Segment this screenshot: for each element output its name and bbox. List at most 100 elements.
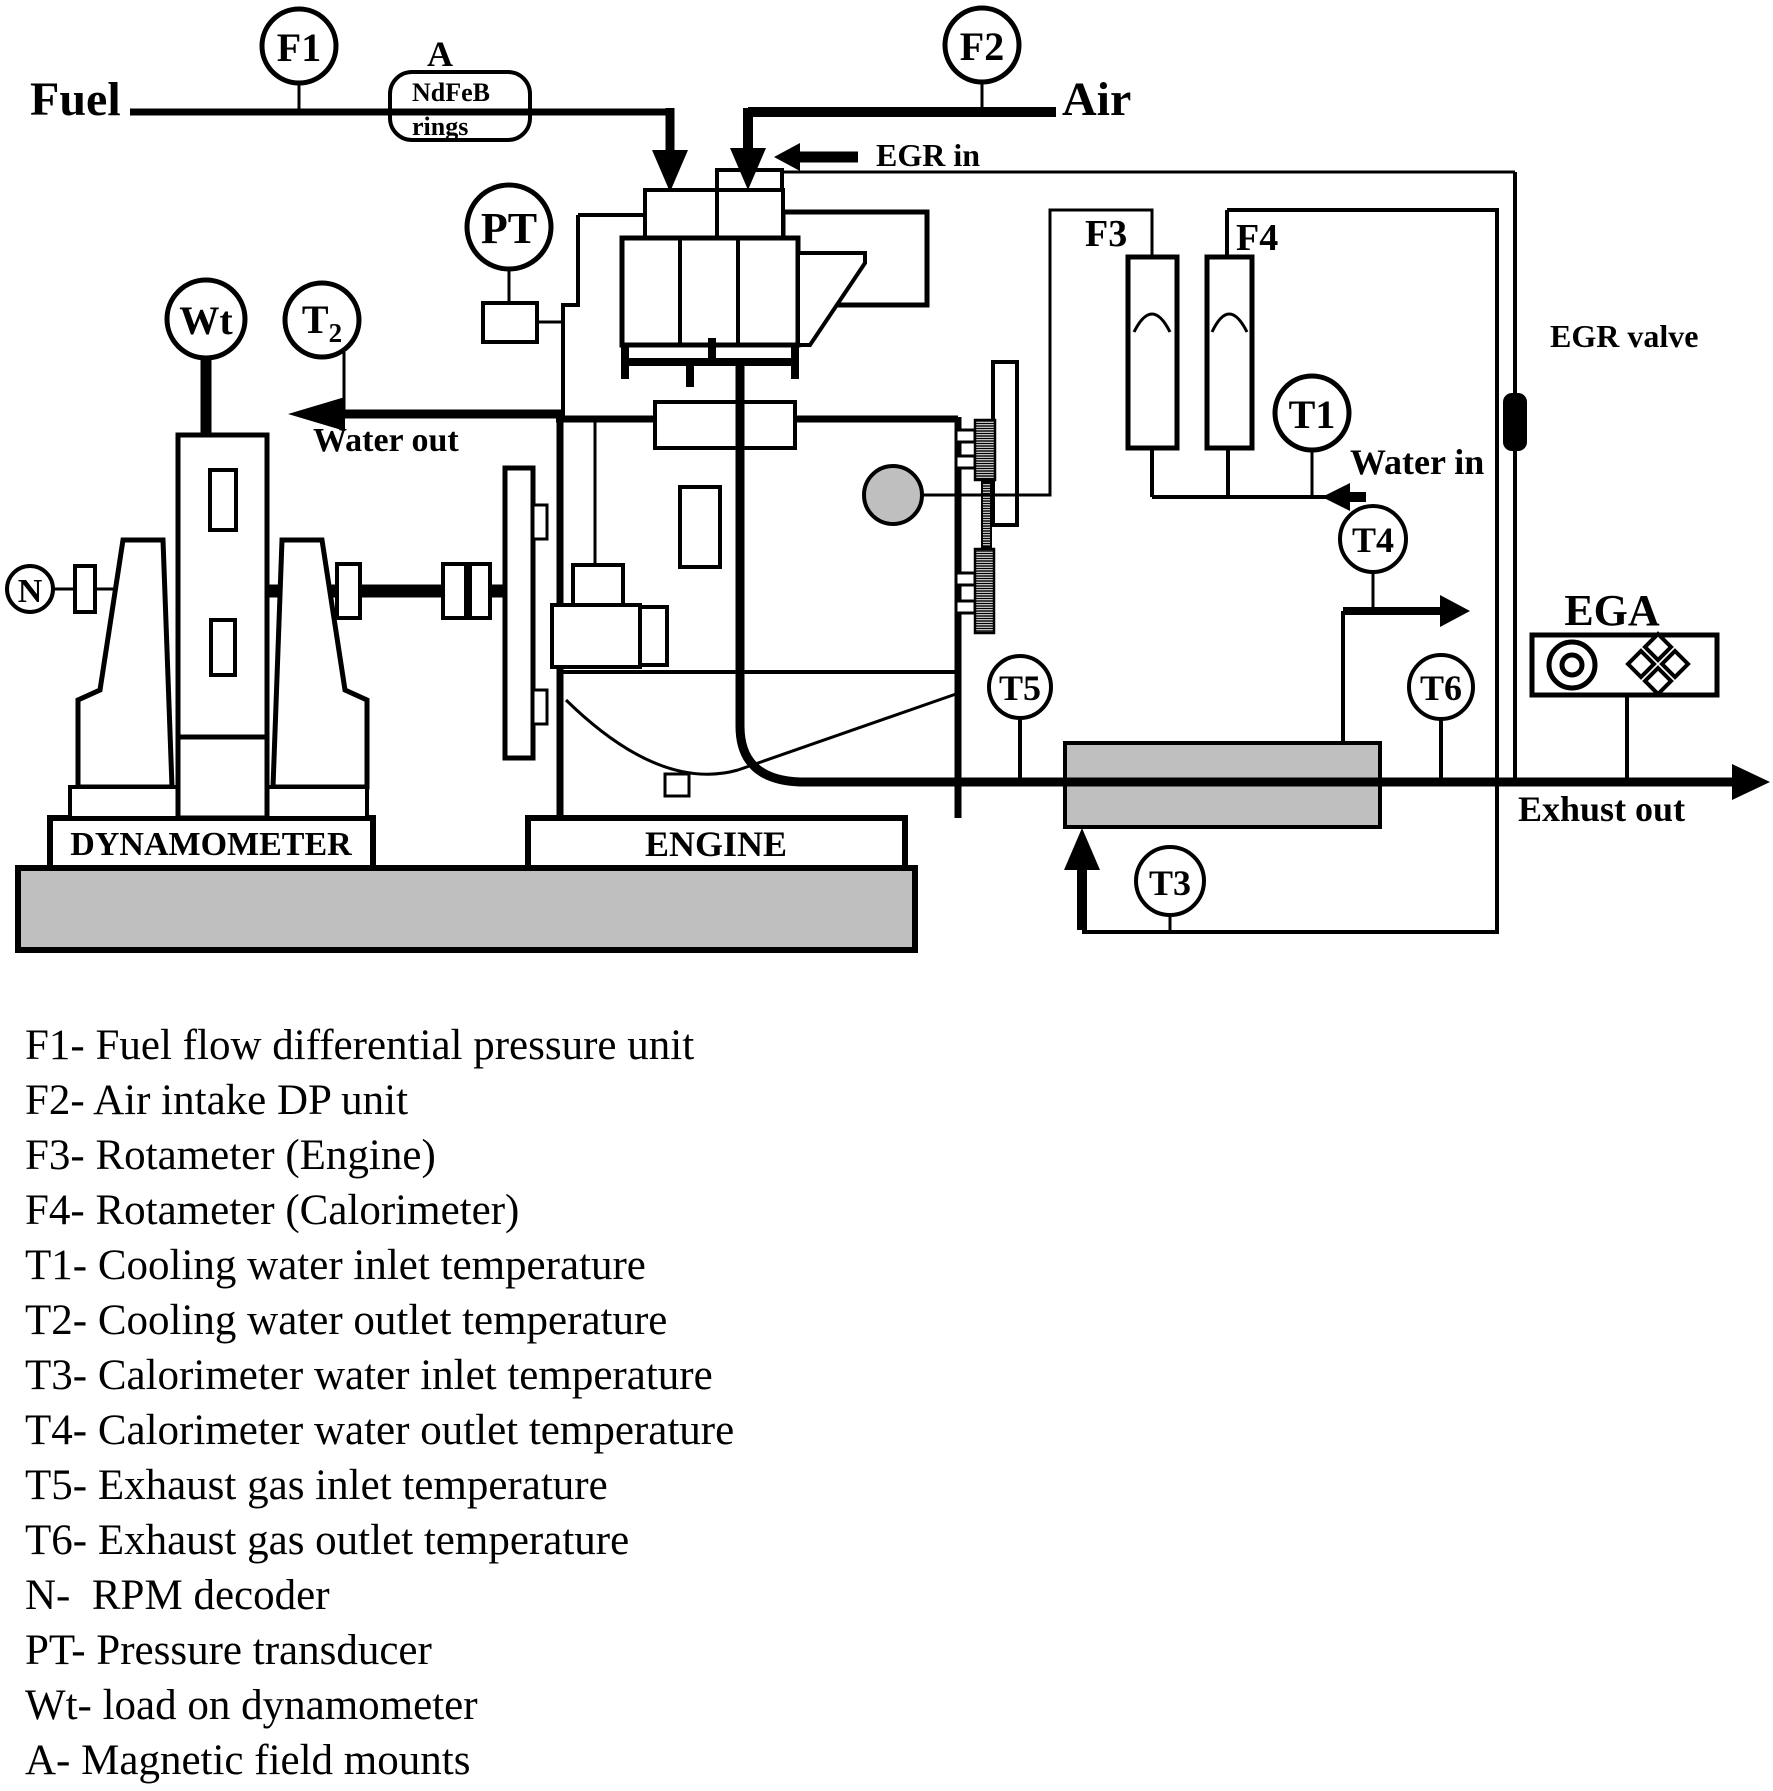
water-pump-port bbox=[862, 464, 924, 526]
f2-gauge-label: F2 bbox=[960, 24, 1004, 69]
legend-item-t1: T1- Cooling water inlet temperature bbox=[25, 1242, 646, 1289]
rotameter-engine-float-icon bbox=[1132, 312, 1172, 333]
cam-stub-1 bbox=[954, 428, 977, 444]
legend-item-pt: PT- Pressure transducer bbox=[25, 1627, 432, 1674]
legend-item-t2: T2- Cooling water outlet temperature bbox=[25, 1297, 668, 1344]
wt-gauge-label: Wt bbox=[179, 298, 233, 343]
base-slab bbox=[15, 865, 918, 953]
egr-arrow-icon bbox=[774, 143, 800, 171]
ega-dial-outer-icon bbox=[1546, 639, 1598, 691]
wt-gauge-icon bbox=[164, 277, 248, 361]
cooling-water-loop: F3 F4 Water in T1 bbox=[922, 208, 1499, 934]
intake-and-supply: EGR in NdFeB rings A Fuel F1 Air bbox=[30, 5, 1515, 450]
head-left-wall bbox=[561, 215, 580, 417]
rings-label: rings bbox=[412, 112, 468, 141]
legend-item-f2: F2- Air intake DP unit bbox=[25, 1077, 409, 1124]
flywheel-tab-lower bbox=[531, 688, 549, 726]
egr-leg: EGR valve bbox=[1503, 172, 1698, 781]
dynamometer-label: DYNAMOMETER bbox=[70, 826, 352, 863]
air-label: Air bbox=[1062, 73, 1131, 126]
rotameter-calorimeter-float-icon bbox=[1210, 312, 1249, 333]
legend: F1- Fuel flow differential pressure unit… bbox=[25, 1018, 1725, 1788]
diamond-top-icon bbox=[1642, 631, 1674, 663]
t5-gauge-label: T5 bbox=[999, 668, 1041, 708]
engine-label: ENGINE bbox=[645, 824, 787, 864]
magnet-tag-label: A bbox=[427, 34, 453, 74]
ega-diamond-cluster-icon bbox=[1625, 631, 1691, 697]
intake-manifold bbox=[619, 235, 801, 348]
water-in-arrow-icon bbox=[1322, 483, 1350, 511]
cylinder-liner bbox=[678, 485, 722, 569]
shaft-bearing bbox=[468, 562, 492, 620]
t6-gauge-icon bbox=[1407, 653, 1475, 721]
test-bed-base: DYNAMOMETER ENGINE bbox=[15, 815, 918, 953]
sump-diagonal bbox=[737, 692, 957, 772]
t1-gauge-label: T1 bbox=[1289, 392, 1336, 437]
dynamometer-assembly: Wt N bbox=[5, 277, 505, 821]
engine-assembly: PT bbox=[464, 182, 1019, 818]
dyno-slot-upper bbox=[208, 468, 238, 532]
pt-transducer-block bbox=[481, 301, 539, 344]
t2-main: T bbox=[302, 297, 329, 342]
flywheel-tab-upper bbox=[531, 503, 549, 541]
legend-item-n: N- RPM decoder bbox=[25, 1572, 330, 1619]
fuel-label: Fuel bbox=[30, 73, 121, 126]
dyno-slot-lower bbox=[209, 618, 237, 677]
schematic-canvas: DYNAMOMETER ENGINE Wt N Water out T bbox=[5, 5, 1770, 953]
water-out-arrow-icon bbox=[288, 397, 345, 431]
t4-gauge-icon bbox=[1338, 504, 1408, 574]
engine-water-loop-pipe bbox=[922, 208, 1154, 497]
rpm-pickup-block bbox=[73, 564, 97, 614]
f1-gauge-icon bbox=[259, 6, 339, 86]
air-arrow-icon bbox=[730, 148, 766, 190]
cooling-water-out: Water out T2 bbox=[282, 280, 562, 459]
cam-stub-3 bbox=[954, 571, 977, 587]
injector-pump-top bbox=[571, 563, 625, 607]
t3-gauge-label: T3 bbox=[1149, 863, 1191, 903]
f1-gauge-label: F1 bbox=[277, 25, 321, 70]
f3-label: F3 bbox=[1085, 213, 1127, 255]
intake-plenum bbox=[643, 188, 785, 240]
t5-gauge-icon bbox=[987, 654, 1053, 720]
t3-gauge-icon bbox=[1134, 845, 1206, 917]
diamond-left-icon bbox=[1625, 648, 1657, 680]
pt-gauge-label: PT bbox=[481, 204, 537, 253]
ndfeb-label: NdFeB bbox=[412, 78, 490, 107]
calorimeter-inlet-arrow-icon bbox=[1064, 828, 1100, 870]
exhaust-arrow-icon bbox=[1732, 764, 1770, 800]
cam-stub-2 bbox=[954, 454, 977, 470]
shaft-coupling-right bbox=[441, 562, 468, 620]
timing-gear-upper-icon bbox=[973, 418, 997, 482]
legend-item-a: A- Magnetic field mounts bbox=[25, 1737, 471, 1784]
shaft-coupling-left bbox=[335, 562, 362, 620]
head-box bbox=[653, 400, 797, 450]
egr-valve-label: EGR valve bbox=[1550, 318, 1698, 354]
timing-gear-lower-icon bbox=[973, 547, 996, 635]
rpm-decoder-label: N bbox=[18, 573, 43, 610]
f4-label: F4 bbox=[1236, 217, 1278, 259]
diamond-right-icon bbox=[1659, 648, 1691, 680]
exhaust-gas-analyzer: EGA bbox=[1529, 586, 1720, 780]
ega-dial-inner-icon bbox=[1559, 652, 1585, 678]
legend-item-f1: F1- Fuel flow differential pressure unit bbox=[25, 1022, 695, 1069]
exhaust-out-label: Exhust out bbox=[1518, 789, 1685, 829]
dynamometer-nameplate bbox=[47, 815, 376, 871]
t2-sub: 2 bbox=[329, 318, 343, 348]
t6-gauge-label: T6 bbox=[1420, 668, 1462, 708]
flywheel bbox=[502, 465, 536, 761]
injector-pump-side bbox=[638, 605, 669, 667]
dyno-right-foot bbox=[265, 785, 369, 820]
f2-gauge-icon bbox=[942, 5, 1022, 85]
ega-label: EGA bbox=[1564, 586, 1660, 635]
ndfeb-magnet-box bbox=[388, 70, 532, 142]
legend-item-t3: T3- Calorimeter water inlet temperature bbox=[25, 1352, 713, 1399]
water-in-label: Water in bbox=[1350, 442, 1484, 482]
engine-nameplate bbox=[525, 815, 908, 871]
rotameter-engine bbox=[1125, 254, 1180, 451]
legend-item-f3: F3- Rotameter (Engine) bbox=[25, 1132, 436, 1179]
dyno-left-foot bbox=[68, 785, 180, 820]
calorimeter-and-exhaust: Exhust out T5 T6 T3 T4 bbox=[735, 362, 1770, 932]
drain-plug bbox=[663, 772, 691, 798]
diamond-bottom-icon bbox=[1642, 665, 1674, 697]
